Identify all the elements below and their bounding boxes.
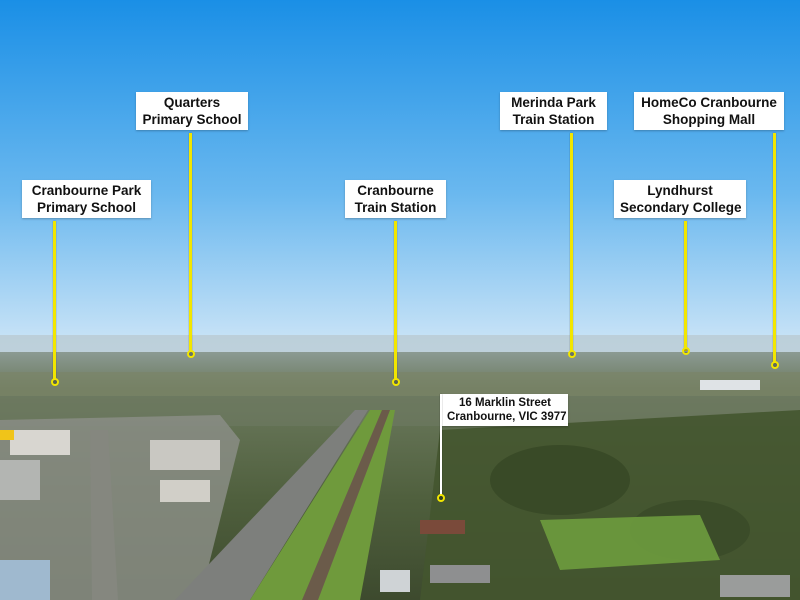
callout-label-line1: Cranbourne: [357, 183, 434, 198]
location-marker-icon: [51, 378, 59, 386]
callout-label-line1: Lyndhurst: [647, 183, 713, 198]
callout-label-line1: Cranbourne Park: [31, 183, 142, 198]
location-marker-icon: [437, 494, 445, 502]
callout-stem: [394, 221, 397, 379]
rail-reserve: [250, 410, 395, 600]
location-marker-icon: [771, 361, 779, 369]
building-roof: [0, 460, 40, 500]
building-roof: [10, 430, 70, 455]
callout-stem: [53, 221, 56, 379]
callout-label: Cranbourne Train Station: [345, 180, 446, 218]
suburb-band: [0, 372, 800, 396]
main-road: [175, 410, 368, 600]
callout-label-line2: Train Station: [512, 112, 595, 127]
building-roof: [150, 440, 220, 470]
callout-label-line2: Primary School: [142, 112, 242, 127]
callout-label-line1: Merinda Park: [511, 95, 596, 110]
yellow-roof: [0, 430, 14, 440]
rail-track: [302, 410, 390, 600]
callout-stem: [773, 133, 776, 363]
location-marker-icon: [187, 350, 195, 358]
callout-label: Merinda Park Train Station: [500, 92, 607, 130]
house-roof: [430, 565, 490, 583]
house-roof: [380, 570, 410, 592]
callout-label-line2: Shopping Mall: [662, 112, 756, 127]
callout-label: Lyndhurst Secondary College: [614, 180, 746, 218]
callout-label-line2: Secondary College: [620, 200, 742, 215]
house-roof: [720, 575, 790, 597]
callout-label: Cranbourne Park Primary School: [22, 180, 151, 218]
callout-stem: [189, 133, 192, 351]
side-road: [90, 430, 118, 600]
subject-address-label: 16 Marklin Street Cranbourne, VIC 3977: [442, 394, 568, 426]
callout-label-line2: Train Station: [354, 200, 437, 215]
location-marker-icon: [568, 350, 576, 358]
subject-address-line2: Cranbourne, VIC 3977: [447, 411, 567, 423]
building-roof: [0, 560, 50, 600]
callout-label: Quarters Primary School: [136, 92, 248, 130]
callout-stem: [684, 221, 687, 351]
building-roof: [700, 380, 760, 390]
location-marker-icon: [392, 378, 400, 386]
horizon-haze: [0, 335, 800, 357]
house-roof: [420, 520, 465, 534]
location-marker-icon: [682, 347, 690, 355]
callout-label: HomeCo Cranbourne Shopping Mall: [634, 92, 784, 130]
callout-label-line1: HomeCo Cranbourne: [641, 95, 777, 110]
callout-label-line1: Quarters: [163, 95, 221, 110]
sky: [0, 0, 800, 352]
subject-stem: [440, 394, 442, 496]
building-roof: [160, 480, 210, 502]
tree-canopy: [490, 445, 630, 515]
grass-field: [540, 515, 720, 570]
callout-stem: [570, 133, 573, 351]
subject-address-line1: 16 Marklin Street: [458, 397, 552, 409]
callout-label-line2: Primary School: [36, 200, 137, 215]
